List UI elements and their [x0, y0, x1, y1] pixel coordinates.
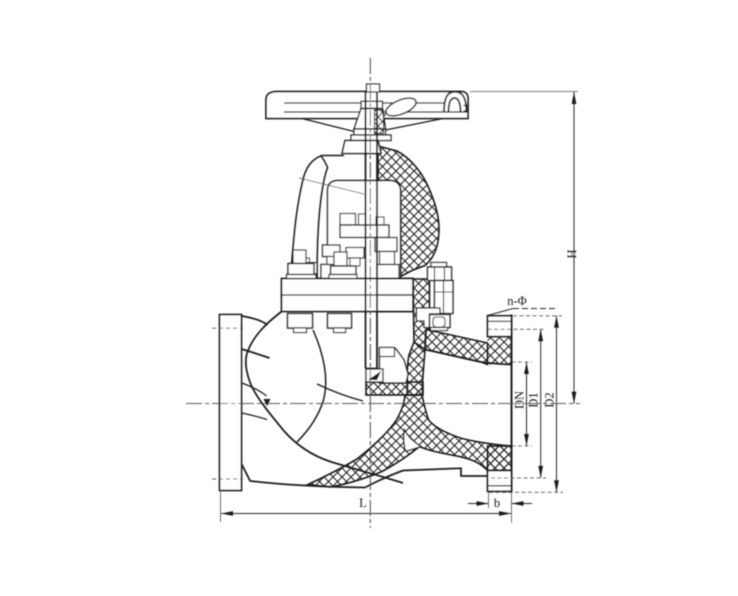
svg-text:L: L	[359, 496, 367, 510]
svg-text:D2: D2	[542, 392, 556, 407]
svg-text:H: H	[565, 249, 579, 258]
svg-text:b: b	[494, 496, 500, 510]
svg-text:DN: DN	[512, 391, 526, 409]
svg-text:n-Φ: n-Φ	[507, 294, 527, 308]
svg-text:D1: D1	[526, 392, 540, 407]
